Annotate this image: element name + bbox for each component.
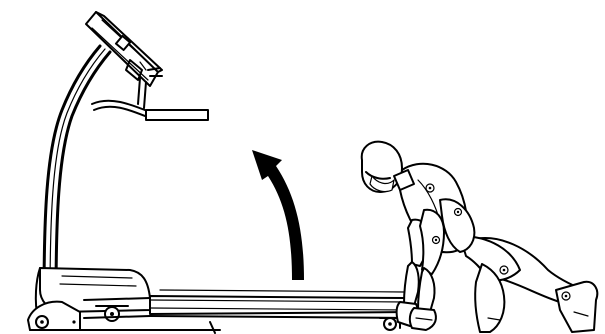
treadmill: [28, 12, 410, 333]
upright-post: [44, 46, 110, 300]
curved-up-arrow-icon: [252, 150, 304, 280]
head: [362, 142, 402, 192]
